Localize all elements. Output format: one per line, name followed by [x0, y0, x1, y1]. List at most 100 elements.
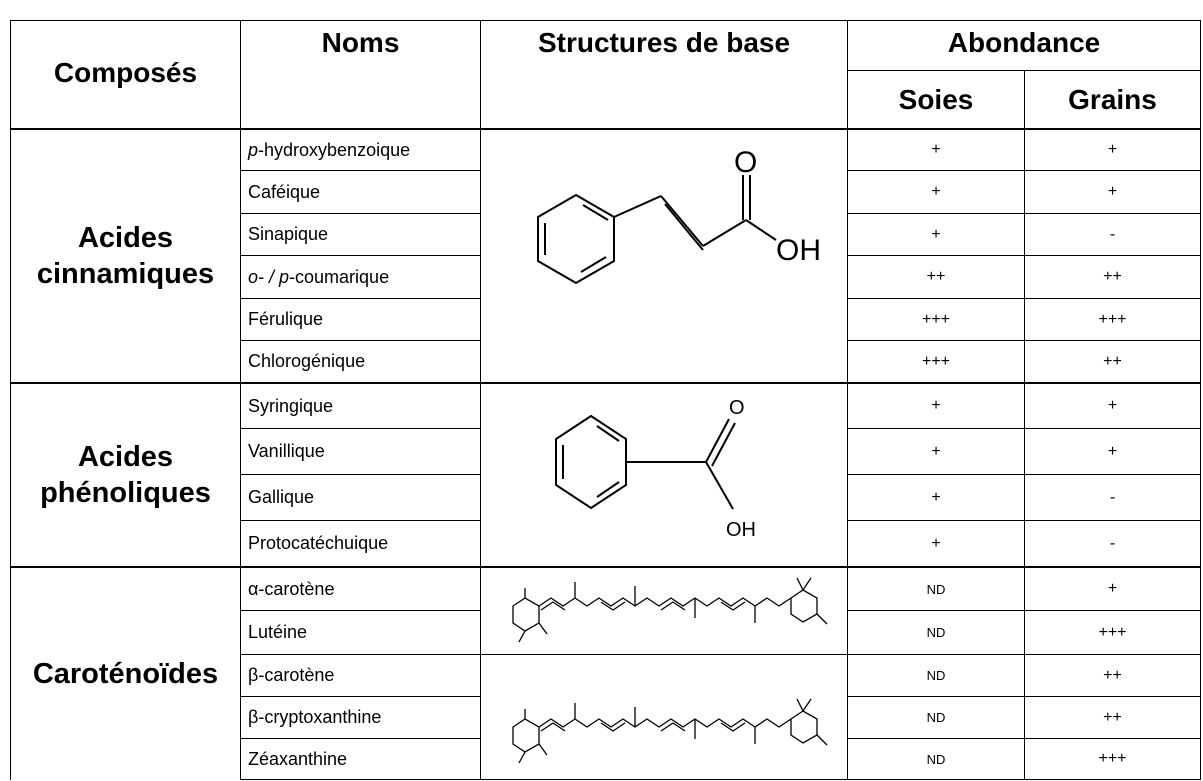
table-row-name: Protocatéchuique [240, 520, 480, 566]
silks-value: + [931, 397, 941, 414]
table-row-name: Gallique [240, 474, 480, 520]
table-cell-silks: + [847, 128, 1024, 170]
group-carotenoids: Caroténoïdes [10, 566, 240, 780]
table-cell-grains: - [1024, 213, 1201, 255]
table-cell-grains: ++ [1024, 255, 1201, 298]
name-text: Vanillique [248, 441, 325, 461]
header-names: Noms [240, 20, 480, 128]
grains-value: +++ [1098, 750, 1127, 767]
group-phenolic-title-1: Acides [77, 440, 174, 473]
structure-cinnamic-cell: O OH [480, 128, 847, 382]
table-cell-silks: + [847, 170, 1024, 213]
grains-value: +++ [1098, 623, 1127, 641]
table-cell-grains: - [1024, 520, 1201, 566]
group-cinnamic-acids: Acides cinnamiques [10, 128, 240, 382]
silks-value: + [931, 183, 941, 200]
group-phenolic-title-2: phénoliques [40, 477, 211, 509]
carotenoid-chain-structure-icon [512, 698, 828, 764]
table-cell-grains: +++ [1024, 610, 1201, 654]
grains-value: - [1109, 534, 1116, 552]
silks-value: ND [926, 581, 946, 597]
table-cell-silks: ++ [847, 255, 1024, 298]
silks-value: + [931, 141, 941, 158]
hydroxyl-label: OH [726, 519, 756, 541]
grains-value: + [1107, 580, 1118, 597]
silks-value: +++ [921, 310, 951, 328]
table-row-name: Férulique [240, 298, 480, 340]
table-cell-grains: + [1024, 170, 1201, 213]
header-silks-label: Soies [898, 83, 974, 115]
silks-value: + [931, 225, 941, 243]
header-grains-label: Grains [1068, 83, 1157, 115]
benzoic-acid-structure-icon: O OH [555, 397, 756, 541]
table-cell-silks: ND [847, 566, 1024, 610]
table-cell-silks: +++ [847, 340, 1024, 382]
silks-value: ND [926, 625, 946, 640]
table-cell-grains: ++ [1024, 696, 1201, 738]
group-cinnamic-title-1: Acides [77, 221, 174, 254]
header-structures: Structures de base [480, 20, 847, 128]
grains-value: - [1109, 488, 1116, 506]
table-row-name: Chlorogénique [240, 340, 480, 382]
header-abundance: Abondance [847, 20, 1201, 70]
table-row-name: p-hydroxybenzoique [240, 128, 480, 170]
table-row-name: o- / p-coumarique [240, 255, 480, 298]
header-compounds-label: Composés [53, 56, 198, 88]
grains-value: ++ [1103, 666, 1122, 684]
carotenoid-chain-structure-icon [512, 577, 828, 643]
grains-value: ++ [1103, 268, 1122, 285]
table-cell-grains: +++ [1024, 298, 1201, 340]
table-cell-grains: +++ [1024, 738, 1201, 780]
silks-value: + [931, 534, 941, 552]
table-row-name: Vanillique [240, 428, 480, 474]
table-row-name: α-carotène [240, 566, 480, 610]
table-cell-silks: ND [847, 696, 1024, 738]
grains-value: + [1107, 397, 1118, 414]
carbonyl-o-label: O [729, 397, 745, 419]
grains-value: +++ [1098, 310, 1127, 328]
table-row-name: Sinapique [240, 213, 480, 255]
header-abundance-label: Abondance [947, 27, 1101, 58]
silks-value: ND [926, 668, 946, 683]
table-cell-grains: + [1024, 566, 1201, 610]
name-text: Gallique [248, 487, 315, 507]
name-text: -hydroxybenzoique [258, 139, 411, 160]
name-prefix: p [248, 139, 259, 160]
table-cell-silks: ND [847, 738, 1024, 780]
name-text: β-cryptoxanthine [248, 707, 382, 727]
silks-value: ND [926, 710, 946, 725]
table-cell-grains: + [1024, 382, 1201, 428]
name-text: Sinapique [248, 224, 329, 244]
structure-phenolic-cell: O OH [480, 382, 847, 566]
table-cell-silks: + [847, 520, 1024, 566]
grains-value: - [1109, 225, 1116, 243]
table-cell-silks: + [847, 382, 1024, 428]
group-carotenoids-title: Caroténoïdes [32, 657, 219, 690]
name-text: α-carotène [248, 578, 335, 599]
table-cell-silks: + [847, 428, 1024, 474]
table-row-name: β-cryptoxanthine [240, 696, 480, 738]
header-silks: Soies [847, 70, 1024, 128]
name-text: Chlorogénique [248, 351, 366, 371]
name-text: Syringique [248, 395, 334, 416]
structure-carotenoid-cell-2 [480, 654, 847, 780]
group-phenolic-acids: Acides phénoliques [10, 382, 240, 566]
silks-value: + [931, 488, 941, 506]
silks-value: ND [926, 751, 946, 767]
structure-carotenoid-cell-1 [480, 566, 847, 654]
name-text: Férulique [248, 309, 324, 329]
table-cell-grains: + [1024, 428, 1201, 474]
table-cell-silks: ND [847, 654, 1024, 696]
group-cinnamic-title-2: cinnamiques [36, 258, 215, 290]
silks-value: + [931, 442, 941, 460]
table-row-name: β-carotène [240, 654, 480, 696]
table-cell-silks: + [847, 474, 1024, 520]
silks-value: ++ [926, 268, 946, 285]
compounds-table: Composés Noms Structures de base Abondan… [10, 20, 1201, 780]
hydroxyl-label: OH [776, 234, 821, 267]
name-text: -coumarique [289, 266, 390, 287]
table-cell-grains: + [1024, 128, 1201, 170]
name-prefix: o- / p [248, 266, 290, 287]
table-row-name: Lutéine [240, 610, 480, 654]
carbonyl-o-label: O [734, 146, 757, 179]
